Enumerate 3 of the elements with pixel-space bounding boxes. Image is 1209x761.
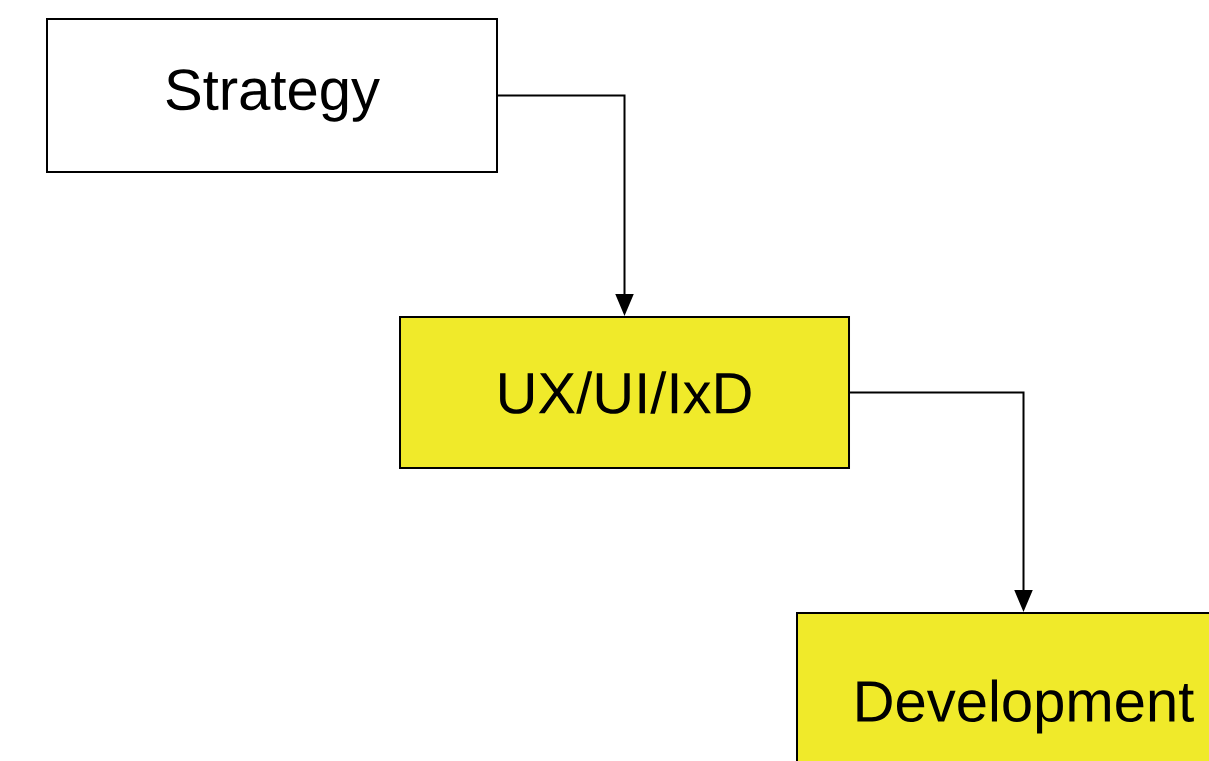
process-box: UX/UI/IxD [399, 316, 850, 469]
process-box: Development [796, 612, 1209, 761]
process-box: Strategy [46, 18, 498, 173]
